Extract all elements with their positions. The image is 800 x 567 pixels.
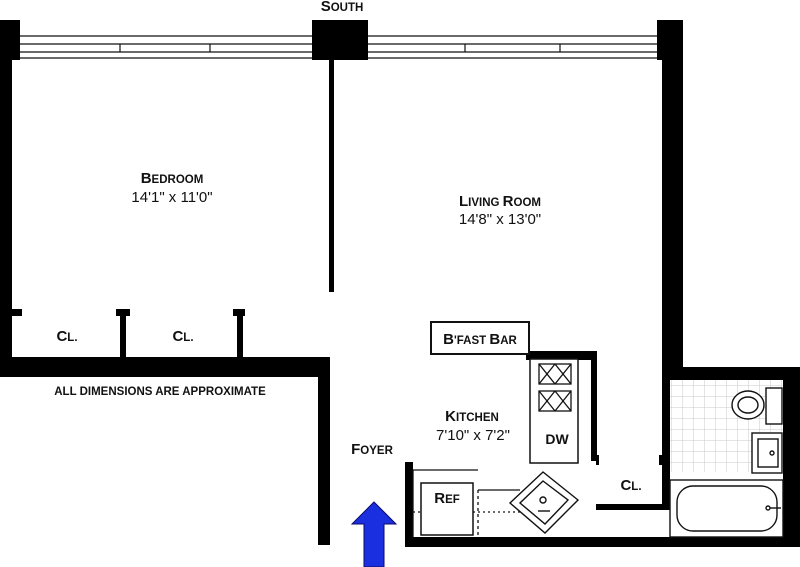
window-bedroom — [20, 35, 312, 59]
bedroom-dimensions: 14'1" x 11'0" — [131, 189, 212, 206]
orientation-label: SOUTH — [321, 0, 364, 15]
dimensions-note: ALL DIMENSIONS ARE APPROXIMATE — [54, 386, 266, 398]
refrigerator — [420, 482, 474, 536]
walls — [0, 20, 800, 547]
sink-icon — [508, 471, 580, 534]
window-living-room — [368, 35, 657, 59]
breakfast-bar-label: B'FAST BAR — [443, 331, 517, 348]
closet-2-label: CL. — [172, 328, 193, 345]
closet-3-label: CL. — [620, 477, 641, 494]
refrigerator-label: REF — [434, 490, 460, 507]
closet-1-label: CL. — [56, 328, 77, 345]
kitchen-name: KITCHEN — [445, 408, 499, 425]
living-room-name: LIVING ROOM — [459, 193, 541, 210]
bedroom-name: BEDROOM — [141, 170, 204, 187]
living-room-dimensions: 14'8" x 13'0" — [459, 211, 541, 228]
foyer-name: FOYER — [351, 441, 393, 458]
dishwasher-label: DW — [545, 431, 569, 447]
breakfast-bar — [430, 321, 530, 355]
bathroom-sink-icon — [751, 432, 783, 474]
bathtub-icon — [669, 479, 784, 538]
kitchen-dimensions: 7'10" x 7'2" — [436, 427, 510, 444]
stove-icon — [538, 363, 572, 412]
entry-arrow-icon — [350, 501, 398, 567]
door-jambs — [596, 455, 662, 465]
toilet-icon — [731, 387, 783, 425]
